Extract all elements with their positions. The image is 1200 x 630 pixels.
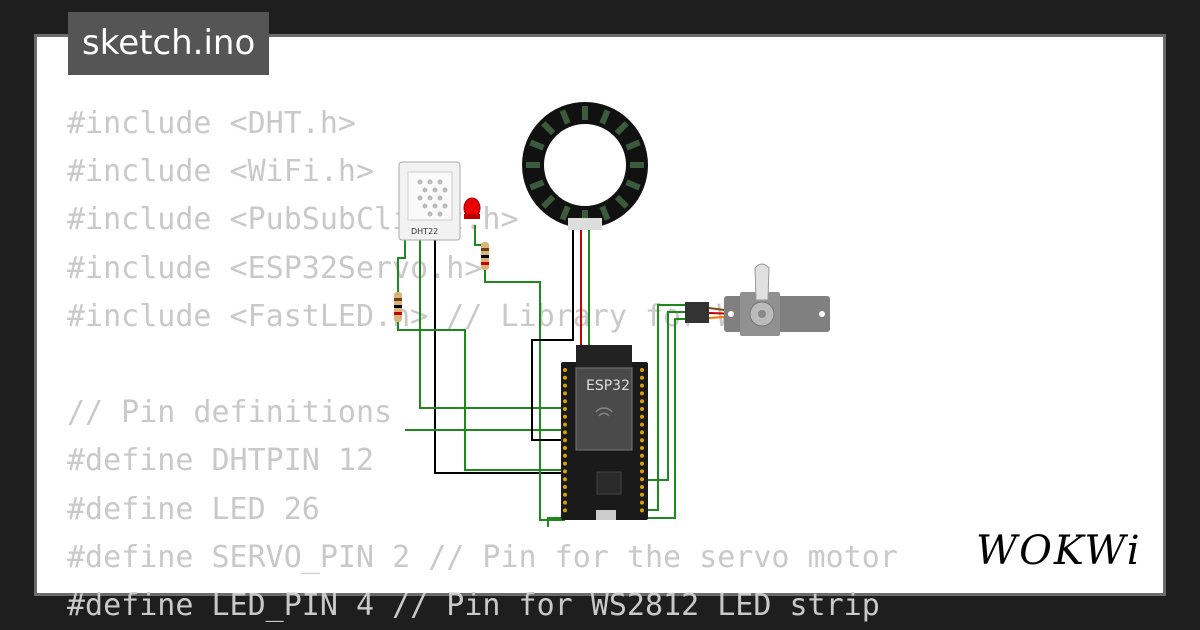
esp-pin (640, 407, 644, 411)
svg-text:WOKWi: WOKWi (976, 528, 1142, 574)
resistor-2 (394, 292, 402, 322)
code-line: #define DHTPIN 12 (67, 443, 375, 479)
esp-pin (563, 438, 567, 443)
code-line: #include <DHT.h> (67, 106, 356, 141)
ring-led (559, 205, 571, 221)
esp-pin (640, 453, 644, 458)
ring-led (582, 210, 588, 224)
esp-pin (640, 383, 644, 388)
dht22-sensor[interactable]: DHT22 (398, 161, 461, 241)
code-line: #include <WiFi.h> (67, 154, 375, 190)
esp-pin (563, 383, 567, 388)
ring-led (614, 194, 629, 209)
esp-pin (640, 368, 644, 372)
wire-black (531, 228, 574, 441)
ring-led (614, 121, 629, 136)
ring-led (625, 139, 641, 151)
wire-green (547, 318, 685, 527)
code-line: // Pin definitions (67, 395, 393, 431)
esp-pin (640, 391, 644, 396)
ring-led (625, 179, 641, 191)
esp32-label: ESP32 (586, 378, 630, 394)
ring-led (526, 162, 540, 168)
file-name-tab[interactable]: sketch.ino (68, 12, 270, 75)
ring-led (599, 109, 611, 125)
esp-pin (563, 422, 567, 427)
wire-green (484, 270, 565, 521)
esp-pin (563, 414, 567, 419)
esp32-board[interactable]: ESP32 (561, 345, 648, 520)
esp-pin (640, 422, 644, 427)
esp-pin (563, 368, 567, 372)
esp-pin (563, 492, 567, 497)
ring-led (541, 121, 556, 136)
esp-pin (563, 477, 567, 482)
wire-black (434, 235, 565, 474)
esp-pin (640, 485, 644, 489)
esp-pin (640, 492, 644, 497)
ring-led (529, 139, 545, 151)
code-line: #define LED 26 (67, 491, 320, 527)
esp-pin (563, 446, 567, 450)
esp-pin (640, 375, 644, 380)
wokwi-logo: WOKWi (976, 528, 1142, 574)
servo-motor[interactable] (685, 263, 830, 336)
ring-led (599, 205, 611, 221)
esp-pin (563, 461, 567, 466)
ring-led (559, 109, 571, 125)
resistor-1 (481, 242, 489, 270)
esp-pin (563, 391, 567, 396)
ring-led (630, 162, 644, 168)
esp-pin (640, 508, 644, 513)
esp-pin (640, 477, 644, 482)
wire-green (635, 311, 685, 481)
code-line: #define SERVO_PIN 2 // Pin for the servo… (67, 539, 898, 575)
esp-pin (563, 453, 567, 458)
esp-pin (640, 414, 644, 419)
esp-pin (563, 430, 567, 435)
red-led[interactable] (463, 197, 481, 219)
esp-pin (563, 469, 567, 474)
esp-pin (563, 407, 567, 411)
esp-pin (563, 399, 567, 404)
esp-pin (563, 375, 567, 380)
esp-pin (563, 508, 567, 513)
code-preview: #include <DHT.h> #include <WiFi.h> #includ… (67, 100, 898, 630)
code-line: #define LED_PIN 4 // Pin for WS2812 LED … (67, 587, 880, 623)
esp-pin (640, 500, 644, 505)
wire-green (474, 225, 485, 246)
esp-pin (563, 500, 567, 505)
esp-pin (640, 461, 644, 466)
esp-pin (640, 430, 644, 435)
ring-led (529, 179, 545, 191)
wire-green (397, 235, 565, 471)
code-line: #include <ESP32Servo.h> (67, 250, 483, 286)
ring-led (541, 194, 556, 209)
wire-green (419, 235, 565, 409)
esp-pin (640, 446, 644, 450)
ring-led (582, 106, 588, 120)
wifi-icon (595, 407, 613, 417)
esp-pin (563, 485, 567, 489)
esp-pin (640, 438, 644, 443)
neopixel-ring[interactable] (522, 102, 648, 230)
dht22-label: DHT22 (411, 227, 438, 236)
esp-pin (640, 469, 644, 474)
esp-pin (640, 399, 644, 404)
